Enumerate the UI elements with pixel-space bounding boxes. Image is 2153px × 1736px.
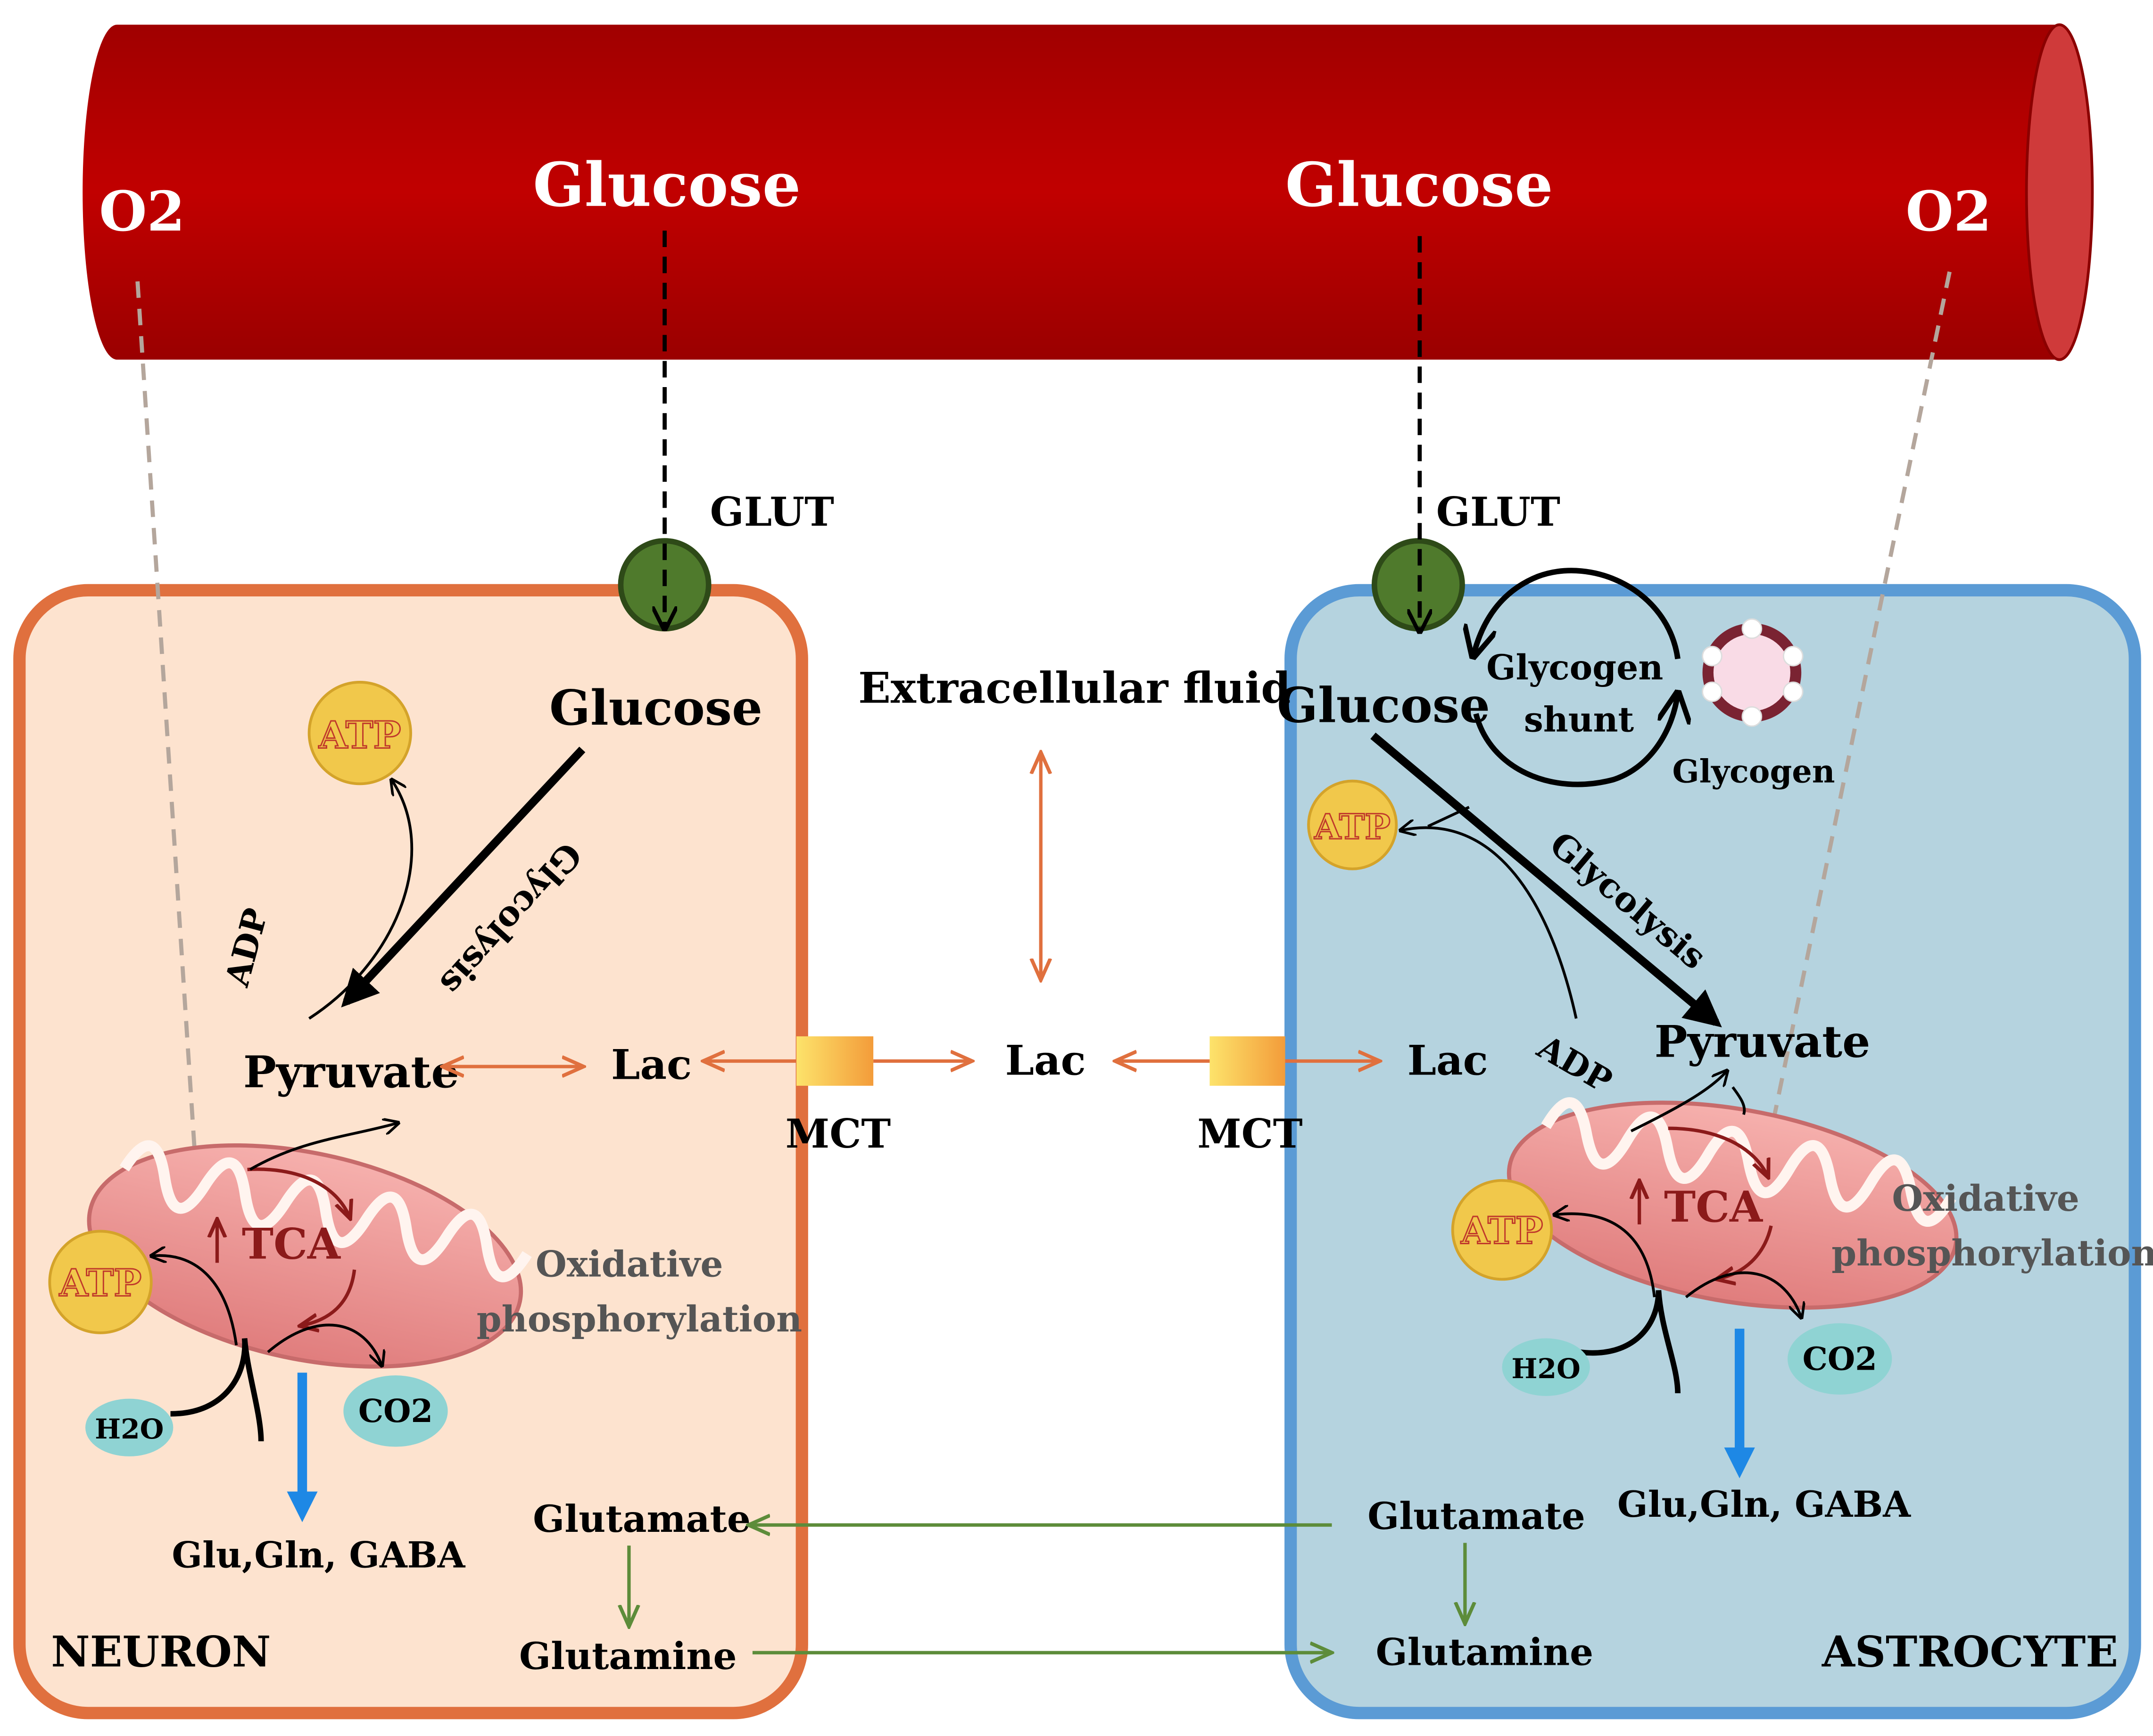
extracellular-title: Extracellular fluid: [858, 663, 1291, 713]
glycogen-label: Glycogen: [1673, 752, 1835, 790]
astrocyte-mito-atp-badge: [1451, 1179, 1553, 1281]
astrocyte-h2o: H2O: [1512, 1352, 1581, 1385]
neuron-h2o-curve: [170, 1338, 264, 1441]
blood-vessel: [83, 23, 2094, 361]
neuron-adp-atp-arrow: [308, 780, 414, 1020]
neuron-mito-atp: ATP: [59, 1261, 141, 1305]
mct-neuron: [796, 1036, 874, 1086]
neuron-mito-atp-badge: [48, 1230, 153, 1334]
astrocyte-pyruvate: Pyruvate: [1655, 1016, 1871, 1067]
o2-diffusion-right: [1762, 271, 1952, 1177]
neuron-glutamate: Glutamate: [533, 1497, 751, 1541]
glucose-vessel-left: Glucose: [533, 150, 801, 221]
astrocyte-h2o-badge: [1502, 1338, 1590, 1396]
neuron-tca-cycle-top: [247, 1167, 350, 1219]
neuron-mitochondrion: [87, 1140, 532, 1369]
extracellular-lac: Lac: [1005, 1036, 1086, 1085]
neuron-atp-badge: [307, 681, 412, 785]
astrocyte-atp-badge: [1307, 779, 1398, 870]
glucose-vessel-right: Glucose: [1285, 150, 1553, 221]
astrocyte-oxphos-atp-arrow: [1554, 1214, 1656, 1298]
astrocyte-oxphos-line1: Oxidative: [1892, 1177, 2079, 1219]
neuron-label: NEURON: [51, 1627, 271, 1677]
glycogen-shunt-line1: Glycogen: [1486, 648, 1663, 688]
neuron-atp: ATP: [318, 713, 401, 757]
neuron-co2-badge: [343, 1375, 448, 1447]
astrocyte-adp-atp-arrow: [1400, 827, 1578, 1019]
neuron-oxphos-line1: Oxidative: [536, 1243, 723, 1285]
mct-astrocyte: [1209, 1036, 1285, 1086]
neuron-glucose: Glucose: [549, 680, 762, 736]
astrocyte-glucose: Glucose: [1277, 677, 1490, 734]
astrocyte-h2o-curve: [1578, 1290, 1681, 1394]
astrocyte-co2-badge: [1788, 1323, 1892, 1395]
mct-label-left: MCT: [786, 1110, 891, 1157]
astrocyte-products: Glu,Gln, GABA: [1617, 1483, 1911, 1525]
astrocyte-pyruvate-tick: [1731, 1086, 1746, 1115]
glycogen-shunt-line2: shunt: [1524, 700, 1634, 740]
astrocyte-atp-branch: [1427, 806, 1470, 828]
glycogen-shunt-cycle-bottom: [1473, 693, 1678, 787]
astrocyte-oxphos-line2: phosphorylation: [1831, 1232, 2153, 1274]
neuron-oxphos-atp-arrow: [151, 1256, 238, 1346]
astrocyte-glutamine: Glutamine: [1376, 1630, 1594, 1674]
neuron-products: Glu,Gln, GABA: [172, 1534, 465, 1576]
astrocyte-glutamate: Glutamate: [1367, 1494, 1585, 1538]
glycogen-shunt-cycle-top: [1473, 568, 1681, 659]
neuron-lac: Lac: [611, 1040, 692, 1089]
astrocyte-mitochondrion: [1507, 1097, 1959, 1310]
neuron-h2o-badge: [85, 1398, 174, 1456]
neuron-pyruvate-to-mito-arrow: [249, 1123, 398, 1171]
astrocyte-co2: CO2: [1803, 1340, 1877, 1377]
neuron-cell: [13, 584, 808, 1719]
glut-label-right: GLUT: [1436, 488, 1560, 535]
o2-right-label: O2: [1905, 180, 1991, 244]
neuron-co2-arrow: [267, 1323, 382, 1365]
astrocyte-co2-arrow: [1685, 1271, 1802, 1317]
glycogen-granule-icon: [1702, 618, 1804, 727]
astrocyte-tca: TCA: [1664, 1182, 1764, 1232]
neuron-glycolysis-arrow: [341, 746, 586, 1008]
neuron-pyruvate: Pyruvate: [243, 1046, 459, 1098]
o2-left-label: O2: [99, 180, 185, 244]
astrocyte-glycolysis-arrow: [1370, 732, 1722, 1028]
mct-label-right: MCT: [1197, 1110, 1302, 1157]
glut-label-left: GLUT: [710, 488, 834, 535]
astrocyte-mito-atp: ATP: [1460, 1209, 1543, 1253]
o2-diffusion-left: [135, 281, 199, 1222]
astrocyte-label: ASTROCYTE: [1822, 1627, 2118, 1677]
astrocyte-pyruvate-to-mito-arrow: [1630, 1071, 1727, 1133]
neuron-tca-cycle-bottom: [299, 1269, 356, 1326]
astrocyte-tca-cycle-top: [1668, 1126, 1769, 1178]
neuron-h2o: H2O: [95, 1413, 164, 1445]
astrocyte-atp: ATP: [1314, 807, 1391, 847]
neuron-co2: CO2: [358, 1392, 433, 1430]
neuron-oxphos-line2: phosphorylation: [477, 1298, 802, 1340]
astrocyte-lac: Lac: [1408, 1036, 1488, 1085]
neuron-tca: TCA: [242, 1219, 341, 1269]
neuron-glutamine: Glutamine: [519, 1634, 737, 1678]
